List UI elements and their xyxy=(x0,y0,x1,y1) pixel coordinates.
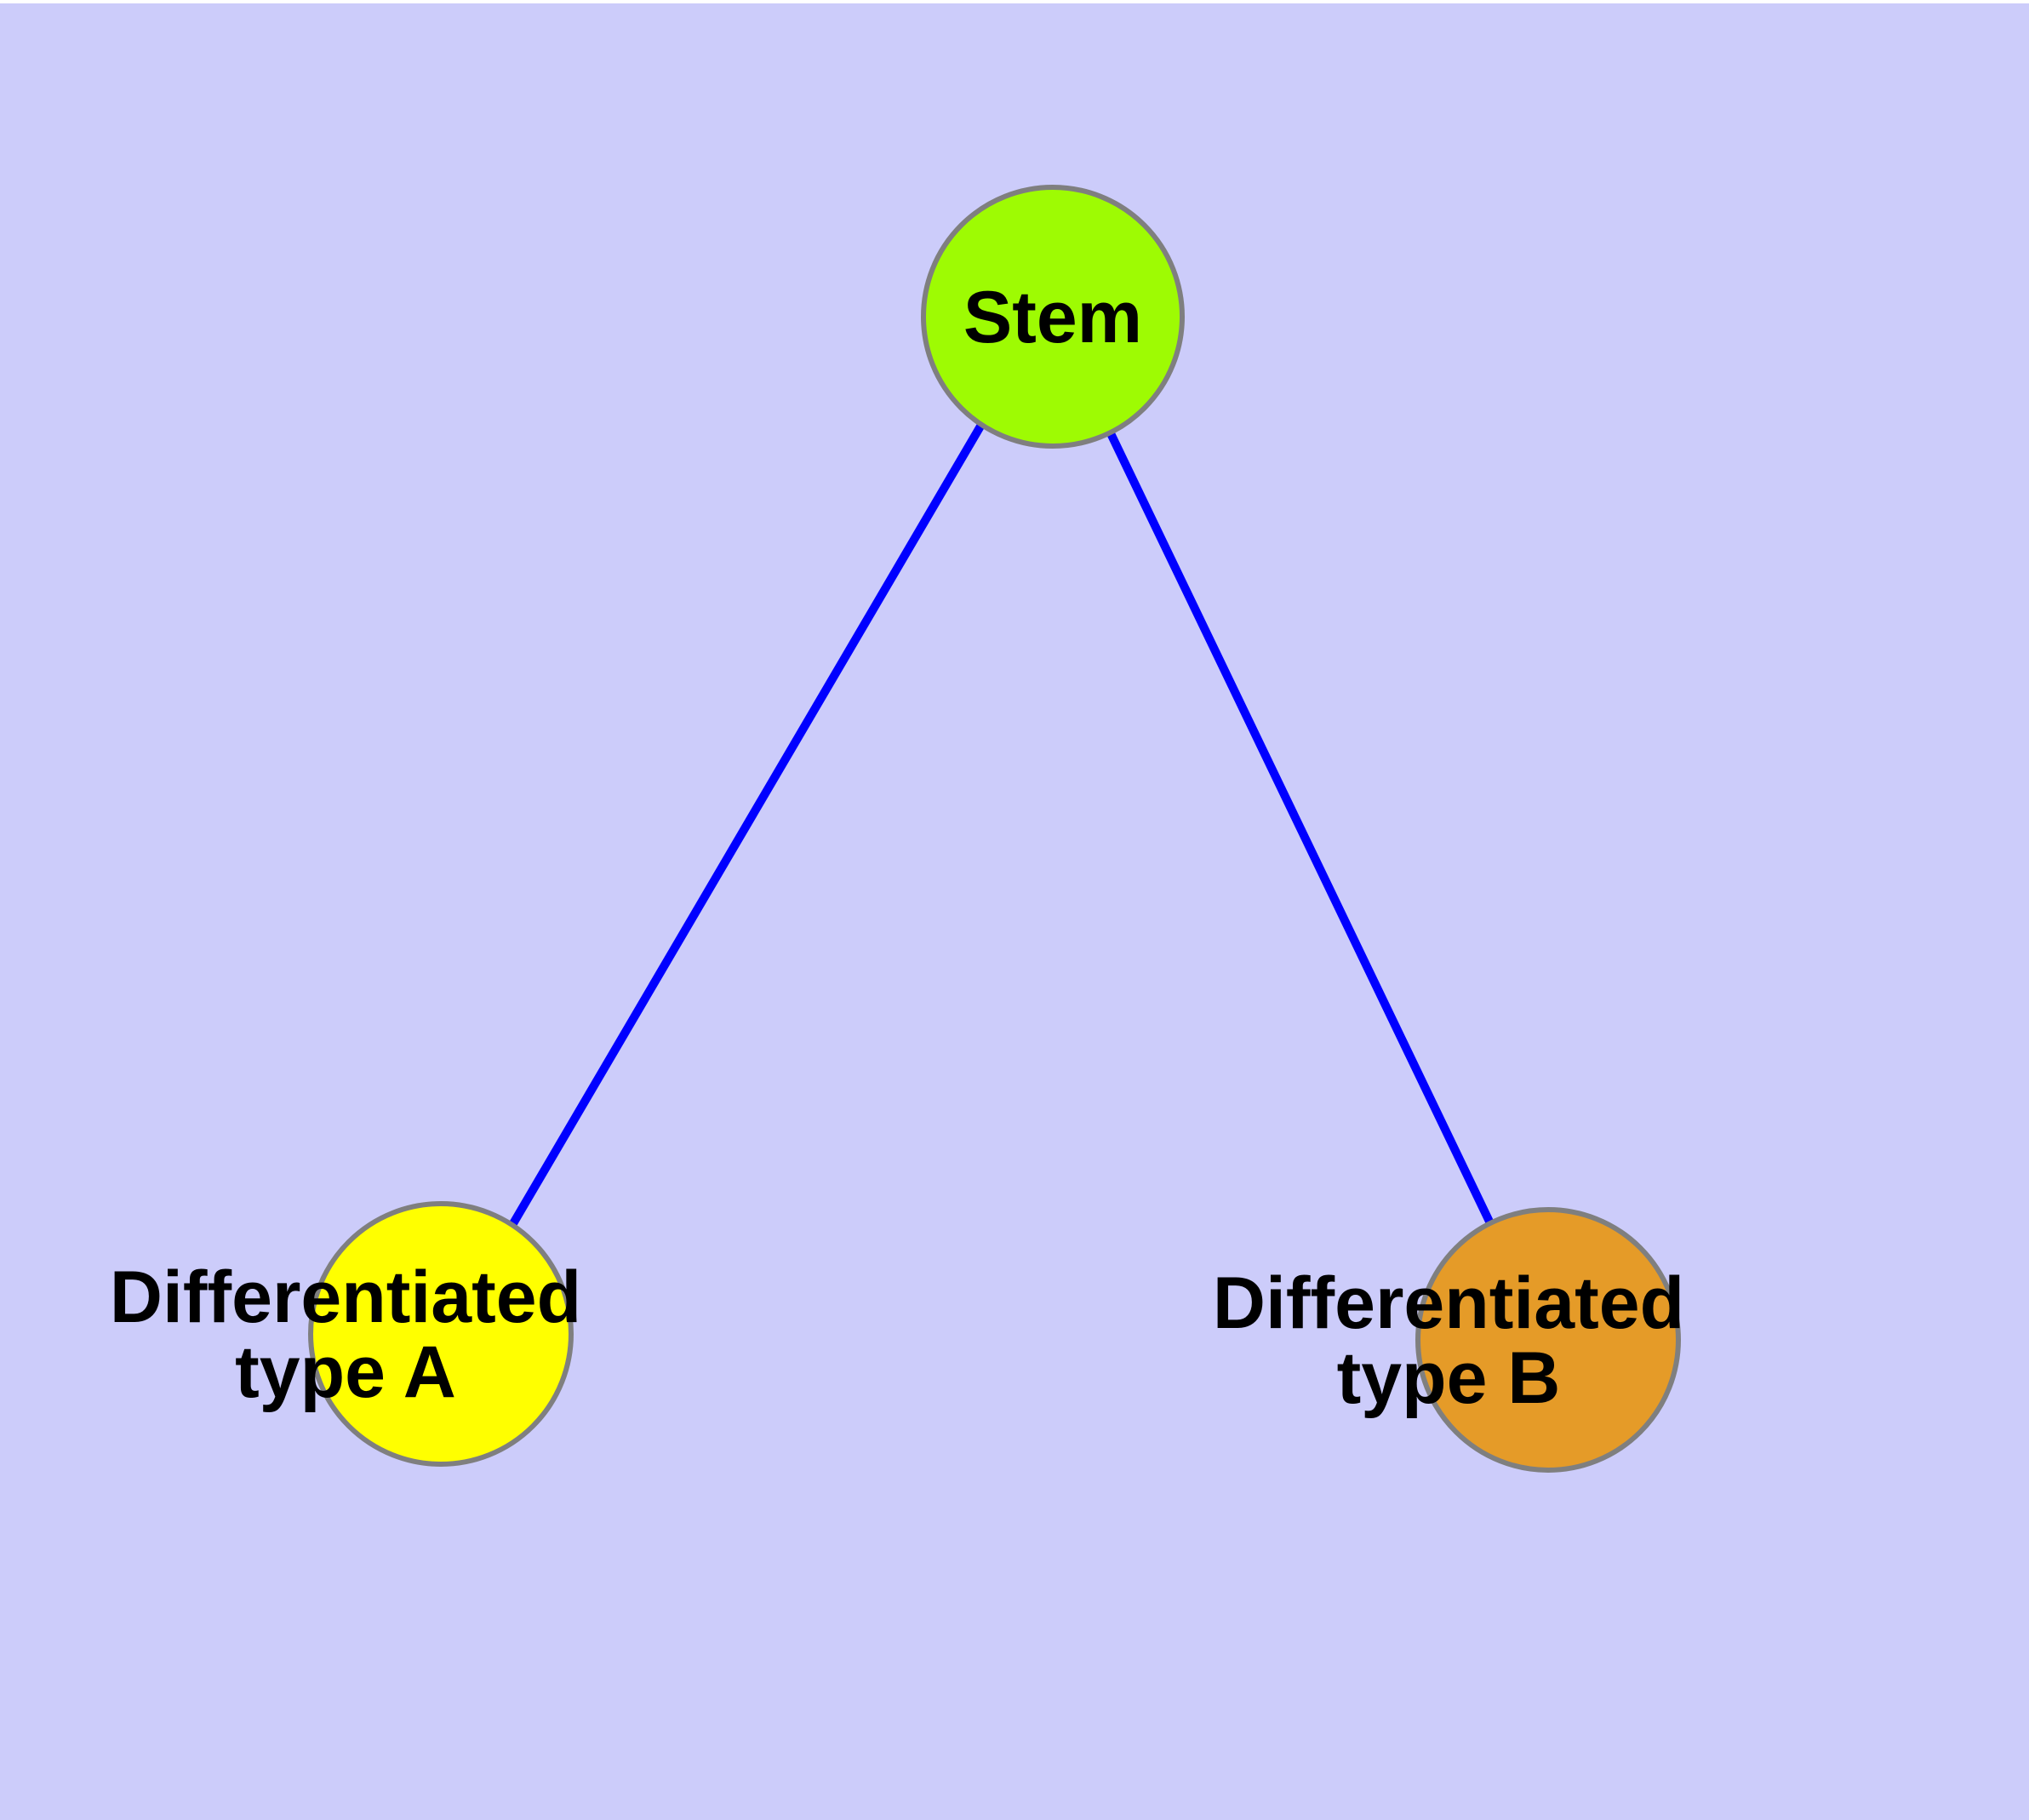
node-differentiated-type-a[interactable] xyxy=(308,1201,574,1467)
node-differentiated-type-b[interactable] xyxy=(1415,1207,1681,1473)
node-label-line: Differentiated xyxy=(1213,1262,1684,1344)
node-label-stem: Stem xyxy=(963,277,1142,358)
edges-group xyxy=(508,422,1495,1228)
node-label-line: type B xyxy=(1337,1337,1561,1419)
node-label-line: Differentiated xyxy=(110,1256,581,1338)
node-label-line: Stem xyxy=(963,277,1142,358)
node-label-line: type A xyxy=(235,1331,456,1413)
node-stem[interactable] xyxy=(921,185,1185,449)
nodes-group xyxy=(308,185,1681,1473)
edge-stem-to-differentiated-type-a[interactable] xyxy=(508,422,986,1228)
edge-stem-to-differentiated-type-b[interactable] xyxy=(1105,427,1495,1226)
